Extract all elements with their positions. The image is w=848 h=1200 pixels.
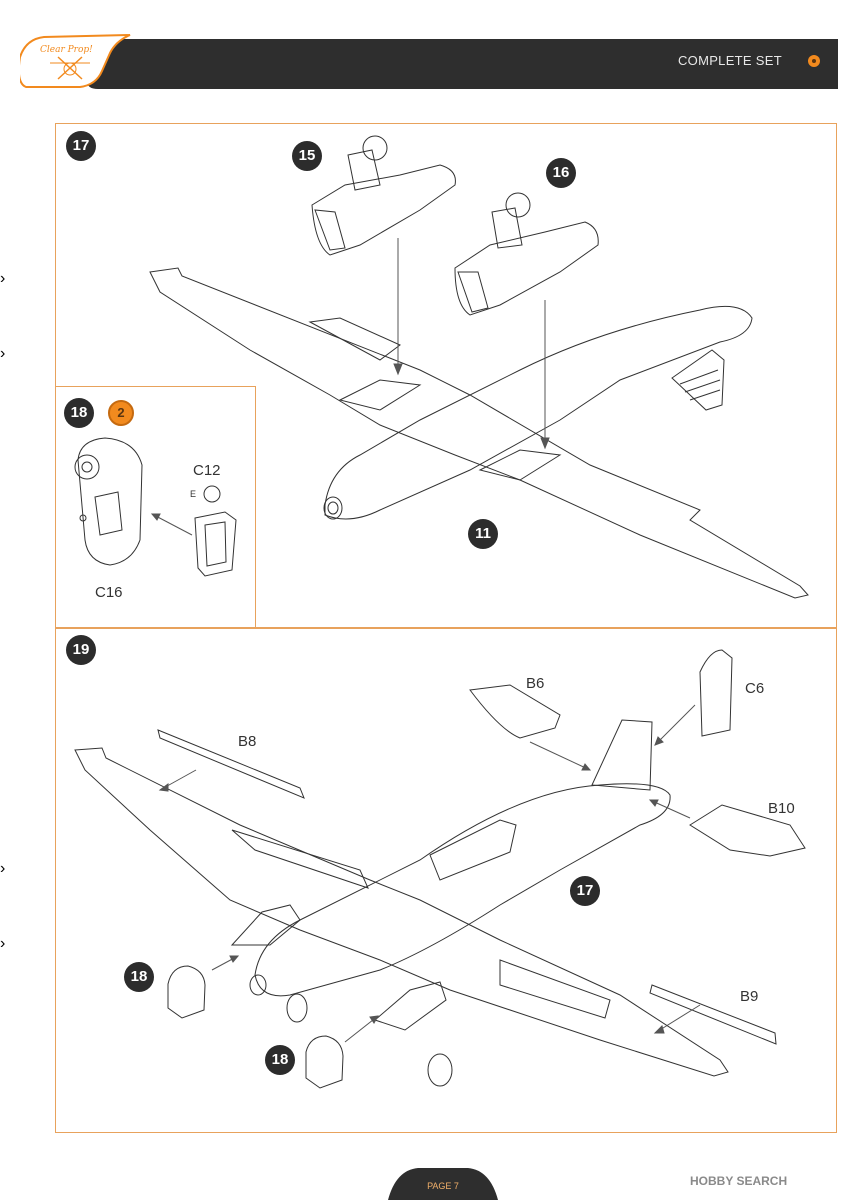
- page-header: COMPLETE SET: [20, 33, 838, 91]
- part-B9-label: B9: [740, 988, 759, 1005]
- step19-wing-outline: [74, 747, 729, 1077]
- brand-logo-text: Clear Prop!: [40, 45, 93, 55]
- header-bullet-icon: [808, 55, 820, 67]
- step-19-badge: 19: [66, 635, 96, 665]
- step17-wing-outline: [149, 267, 809, 599]
- step17-fuselage-outline: [324, 305, 753, 520]
- part-B6-label: B6: [526, 675, 545, 692]
- part-C16-label: C16: [95, 584, 123, 601]
- part-B10-drawing: [689, 804, 806, 857]
- part-17-callout: 17: [570, 876, 600, 906]
- part-15-callout: 15: [292, 141, 322, 171]
- step-17-badge: 17: [66, 131, 96, 161]
- part-C12-drawing: [194, 511, 237, 577]
- section-title: COMPLETE SET: [677, 53, 782, 68]
- part-18-callout-left: 18: [124, 962, 154, 992]
- part-B10-label: B10: [768, 800, 795, 817]
- part-B8-drawing: [157, 729, 305, 799]
- step-18-panel: [55, 386, 256, 628]
- part-11-callout: 11: [468, 519, 498, 549]
- header-bar-shape: [20, 34, 838, 89]
- part-B6-drawing: [469, 684, 561, 739]
- step-18-badge: 18: [64, 398, 94, 428]
- part-16-drawing: [454, 221, 599, 316]
- part-16-callout: 16: [546, 158, 576, 188]
- step-19-panel: [55, 628, 837, 1133]
- part-18b-drawing: [305, 1035, 344, 1089]
- part-C6-drawing: [699, 649, 733, 737]
- part-C6-label: C6: [745, 680, 765, 697]
- step19-fuselage-outline: [254, 783, 671, 997]
- part-18a-drawing: [167, 965, 206, 1019]
- part-18-callout-right: 18: [265, 1045, 295, 1075]
- step-17-panel: [55, 123, 837, 628]
- part-15-drawing: [311, 164, 456, 256]
- page-number: PAGE 7: [427, 1181, 459, 1191]
- page-tab: [388, 1168, 498, 1200]
- watermark-text: HOBBY SEARCH: [690, 1174, 788, 1188]
- paint-ref-badge: 2: [108, 400, 134, 426]
- part-C12-letter: E: [190, 489, 197, 499]
- part-B8-label: B8: [238, 733, 257, 750]
- part-C16-drawing: [77, 437, 143, 566]
- part-B9-drawing: [649, 984, 777, 1045]
- part-C12-label: C12: [193, 462, 221, 479]
